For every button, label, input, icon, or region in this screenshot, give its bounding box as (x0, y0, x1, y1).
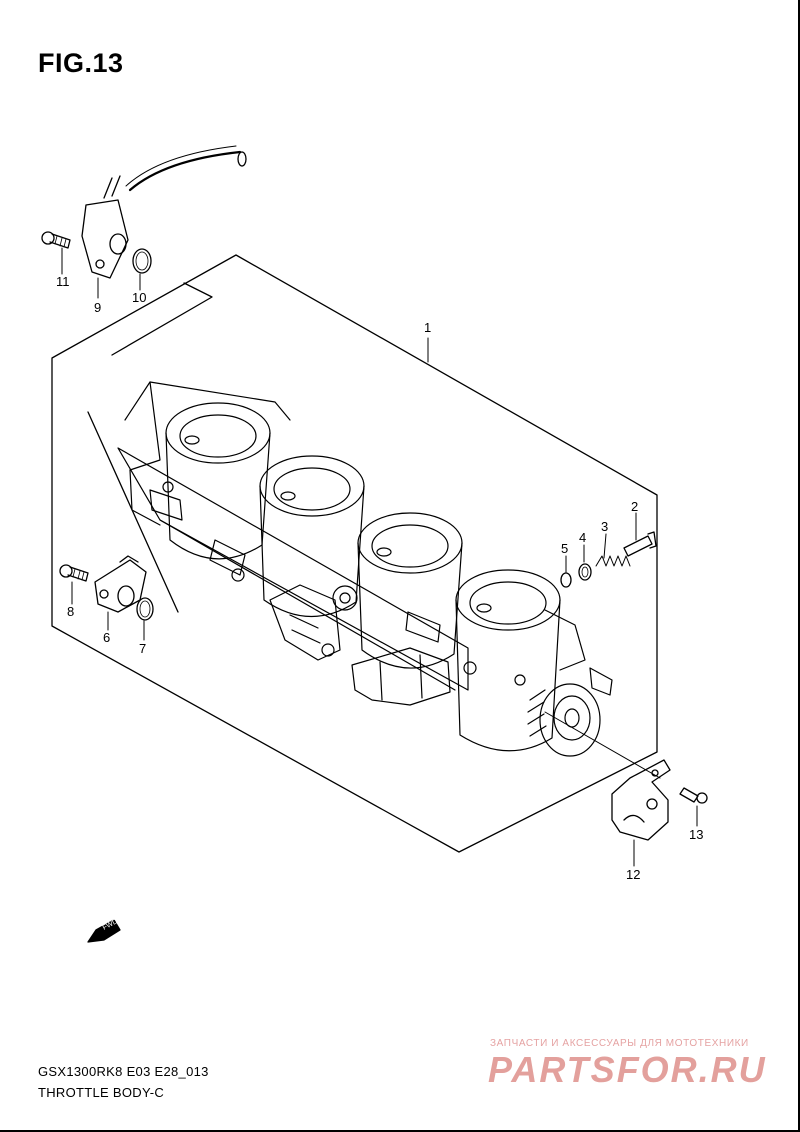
callout-6: 6 (103, 630, 110, 645)
o-ring-part-10 (132, 248, 152, 274)
spring-part-3 (595, 555, 631, 567)
sensor-part-9 (81, 145, 247, 279)
screw-part-8 (59, 564, 89, 582)
assembly-outline-notch-lower (87, 411, 179, 613)
callout-9: 9 (94, 300, 101, 315)
adjust-screw-part-2 (623, 531, 657, 557)
callout-2: 2 (631, 499, 638, 514)
callout-4: 4 (579, 530, 586, 545)
callout-numbers: 1 2 3 4 5 6 7 8 9 10 11 12 13 (56, 274, 703, 882)
callout-13: 13 (689, 827, 703, 842)
callout-3: 3 (601, 519, 608, 534)
assembly-outline-notch (111, 282, 213, 356)
figure-title: FIG.13 (38, 48, 124, 78)
screw-part-11 (41, 231, 71, 249)
callout-12: 12 (626, 867, 640, 882)
callout-11: 11 (56, 274, 70, 289)
callout-10: 10 (132, 290, 146, 305)
callout-1: 1 (424, 320, 431, 335)
throttle-bore-4 (455, 569, 561, 752)
watermark-tagline: ЗАПЧАСТИ И АКСЕССУАРЫ ДЛЯ МОТОТЕХНИКИ (490, 1038, 749, 1049)
throttle-bore-2 (259, 455, 365, 618)
callout-5: 5 (561, 541, 568, 556)
bracket-part-12 (611, 759, 671, 841)
throttle-bore-3 (357, 512, 463, 669)
o-ring-part-4 (578, 563, 592, 581)
watermark-logo-text: PARTSFOR.RU (488, 1050, 767, 1090)
assembly-outline (51, 254, 658, 853)
fwd-arrow: FWD (87, 918, 121, 943)
watermark-logo: PARTSFOR.RU (488, 1050, 767, 1090)
throttle-bore-1 (165, 402, 271, 560)
screw-part-13 (679, 787, 708, 804)
diagram-code: GSX1300RK8 E03 E28_013 (38, 1064, 209, 1079)
leader-lines (61, 247, 698, 867)
callout-7: 7 (139, 641, 146, 656)
o-ring-part-7 (136, 597, 154, 621)
callout-8: 8 (67, 604, 74, 619)
diagram-name: THROTTLE BODY-C (38, 1085, 165, 1100)
throttle-body-assembly (117, 381, 613, 757)
washer-part-5 (560, 572, 572, 588)
